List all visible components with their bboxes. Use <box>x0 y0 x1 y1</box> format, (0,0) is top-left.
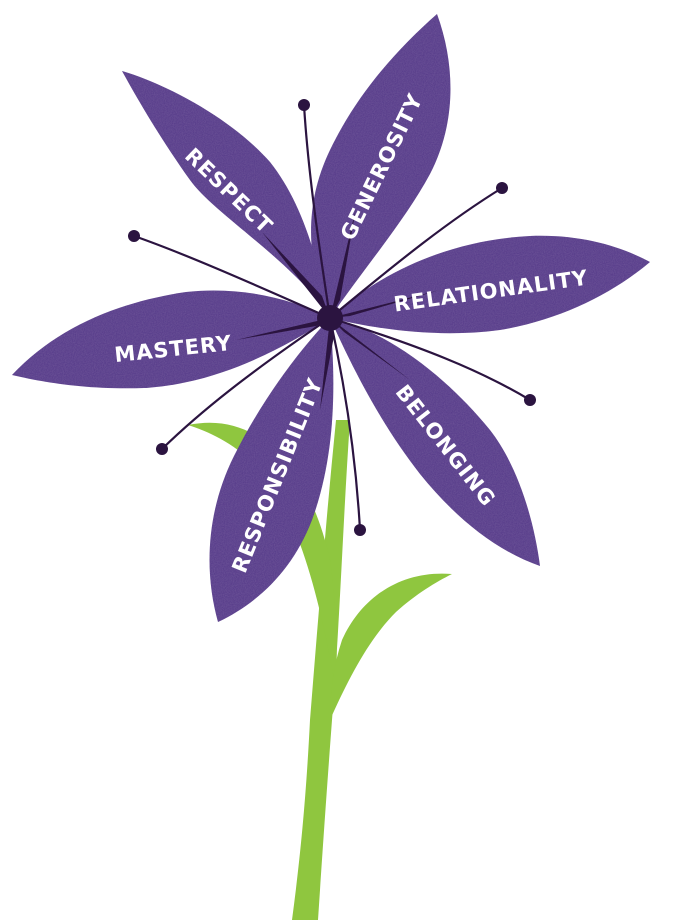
stamen-tip <box>156 443 168 455</box>
sepal <box>262 232 330 318</box>
petal-mastery <box>12 290 330 389</box>
stem <box>292 420 350 920</box>
petal-belonging <box>330 318 540 566</box>
stamen-tip <box>496 182 508 194</box>
stamen <box>328 317 362 531</box>
stamen-tip <box>128 230 140 242</box>
stamen <box>329 316 531 401</box>
sepal <box>320 318 334 410</box>
stamens-group <box>128 99 536 536</box>
stamen-tip <box>354 524 366 536</box>
stamen-tip <box>298 99 310 111</box>
flower-center <box>317 305 343 331</box>
sepal <box>330 208 356 318</box>
sepal <box>236 318 330 340</box>
sepals-group <box>236 208 440 410</box>
right-leaf <box>330 573 452 720</box>
stamen <box>329 187 503 319</box>
stamen <box>161 317 331 450</box>
petals-group <box>12 14 650 622</box>
petal-relationality <box>330 235 650 334</box>
stamen-tip <box>524 394 536 406</box>
sepal <box>330 318 410 380</box>
stamen <box>302 104 332 319</box>
sepal <box>330 290 440 318</box>
petal-respect <box>122 71 330 318</box>
stamen <box>133 234 331 320</box>
petal-responsibility <box>209 318 334 622</box>
petal-generosity <box>311 14 451 318</box>
